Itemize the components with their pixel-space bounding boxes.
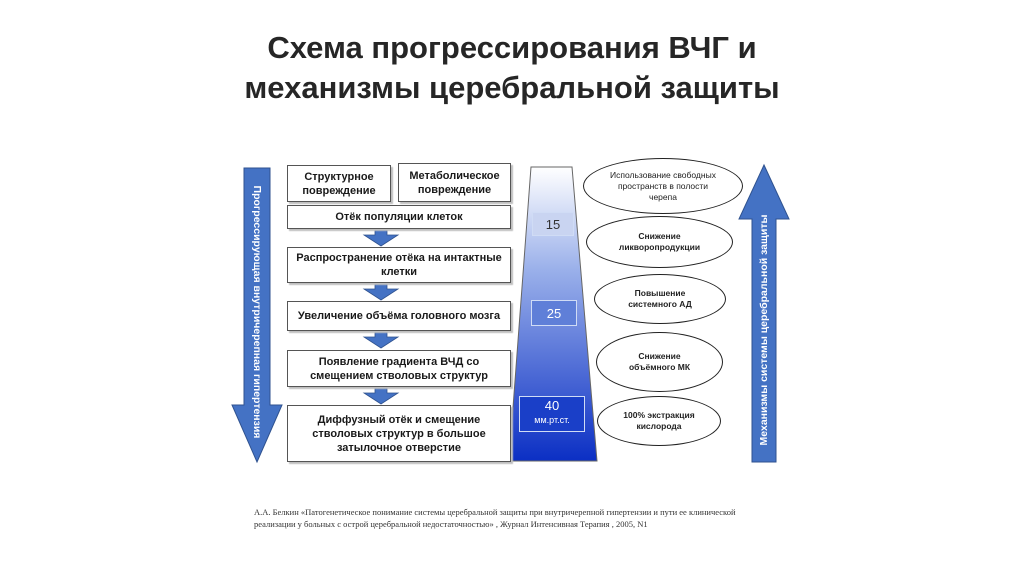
mechanism-csf-reduction-text: Снижение ликворопродукции — [618, 231, 701, 252]
mechanism-oxygen-extraction-text: 100% экстракция кислорода — [623, 410, 695, 431]
down-arrow-1 — [362, 228, 400, 247]
down-arrow-2 — [362, 282, 400, 301]
mechanism-free-space-text: Использование свободных пространств в по… — [610, 169, 716, 202]
pressure-40: 40 мм.рт.ст. — [519, 396, 585, 432]
mechanism-bp-increase: Повышение системного АД — [594, 274, 726, 324]
footnote-citation: А.А. Белкин «Патогенетическое понимание … — [254, 507, 736, 529]
title-line-1: Схема прогрессирования ВЧГ и — [267, 30, 757, 65]
pressure-25: 25 — [531, 300, 577, 326]
left-arrow-label: Прогрессирующая внутричерепная гипертенз… — [251, 185, 263, 439]
box-cell-edema: Отёк популяции клеток — [287, 205, 511, 229]
box-brain-volume: Увеличение объёма головного мозга — [287, 301, 511, 331]
right-up-arrow — [738, 163, 790, 463]
mechanism-oxygen-extraction: 100% экстракция кислорода — [597, 396, 721, 446]
box-diffuse-edema-text: Диффузный отёк и смещение стволовых стру… — [312, 413, 486, 454]
box-edema-spread: Распространение отёка на интактные клетк… — [287, 247, 511, 283]
mechanism-free-space: Использование свободных пространств в по… — [583, 158, 743, 214]
box-icp-gradient-text: Появление градиента ВЧД со смещением ств… — [310, 355, 488, 382]
pressure-40-value: 40 — [544, 398, 560, 413]
pressure-unit: мм.рт.ст. — [534, 415, 570, 425]
page-title: Схема прогрессирования ВЧГ и механизмы ц… — [0, 28, 1024, 108]
left-down-arrow — [231, 167, 283, 464]
box-structural-damage: Структурное повреждение — [287, 165, 391, 202]
pressure-25-value: 25 — [546, 306, 562, 321]
box-icp-gradient: Появление градиента ВЧД со смещением ств… — [287, 350, 511, 387]
right-arrow-label: Механизмы системы церебральной защиты — [758, 214, 770, 446]
box-diffuse-edema: Диффузный отёк и смещение стволовых стру… — [287, 405, 511, 462]
box-edema-spread-text: Распространение отёка на интактные клетк… — [296, 252, 502, 278]
mechanism-cbv-reduction-text: Снижение объёмного МК — [628, 351, 691, 372]
mechanism-bp-increase-text: Повышение системного АД — [628, 288, 692, 309]
mechanism-csf-reduction: Снижение ликворопродукции — [586, 216, 733, 268]
down-arrow-4 — [362, 386, 400, 405]
down-arrow-3 — [362, 330, 400, 349]
box-metabolic-damage: Метаболическое повреждение — [398, 163, 511, 202]
title-line-2: механизмы церебральной защиты — [244, 70, 780, 105]
pressure-15: 15 — [532, 212, 574, 236]
pressure-15-value: 15 — [545, 217, 561, 232]
box-cell-edema-text: Отёк популяции клеток — [335, 211, 463, 223]
box-metabolic-text: Метаболическое повреждение — [409, 169, 500, 196]
box-brain-volume-text: Увеличение объёма головного мозга — [297, 310, 501, 322]
box-structural-text: Структурное повреждение — [302, 170, 376, 197]
mechanism-cbv-reduction: Снижение объёмного МК — [596, 332, 723, 392]
